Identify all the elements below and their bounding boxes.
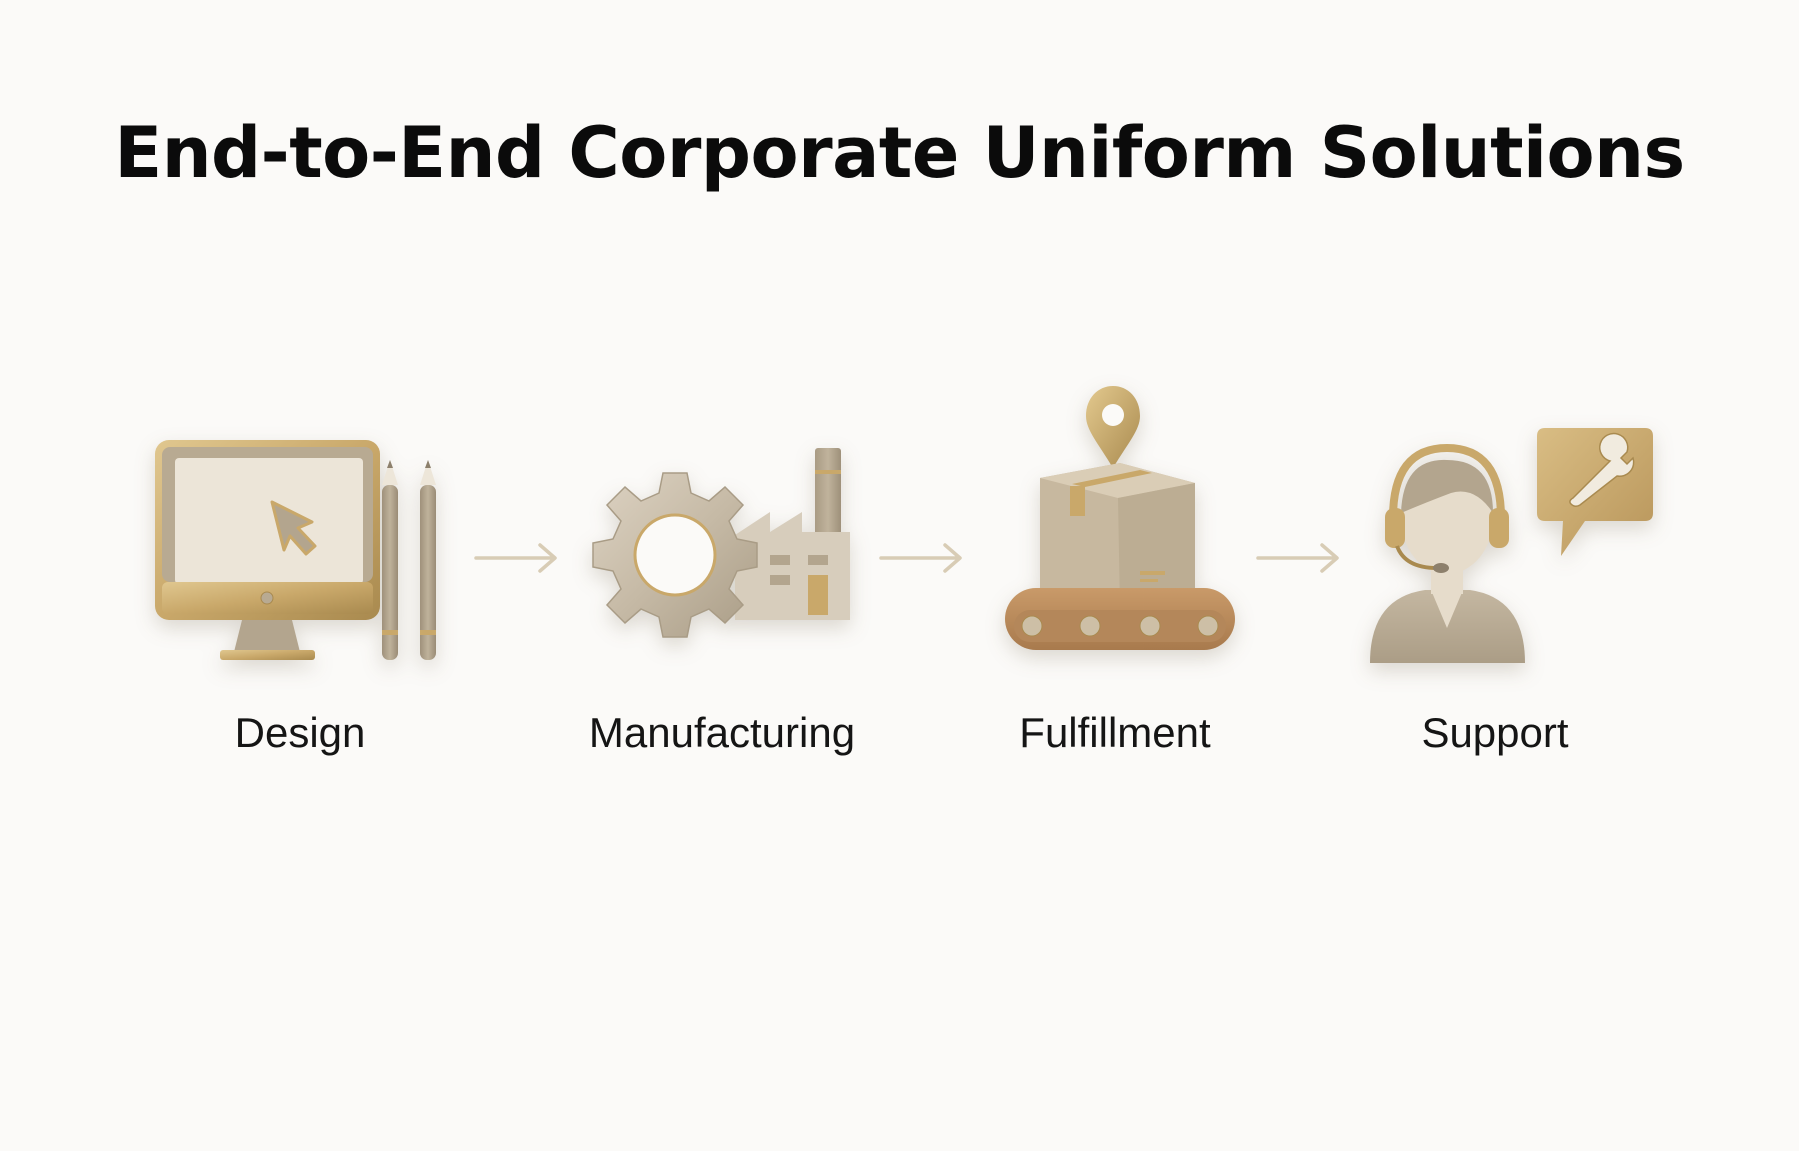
arrow-right-icon [1254,540,1344,581]
package-conveyor-location-icon [990,378,1245,663]
monitor-with-pencils-icon [150,430,450,675]
arrow-right-icon [877,540,967,581]
step-label: Support [1421,709,1569,756]
gear-factory-icon [590,440,855,645]
step-label: Manufacturing [588,709,856,756]
headset-agent-wrench-icon [1365,418,1655,668]
page-title: End-to-End Corporate Uniform Solutions [114,112,1685,194]
step-label: Design [234,709,366,756]
step-label: Fulfillment [1019,709,1211,756]
arrow-right-icon [472,540,562,581]
